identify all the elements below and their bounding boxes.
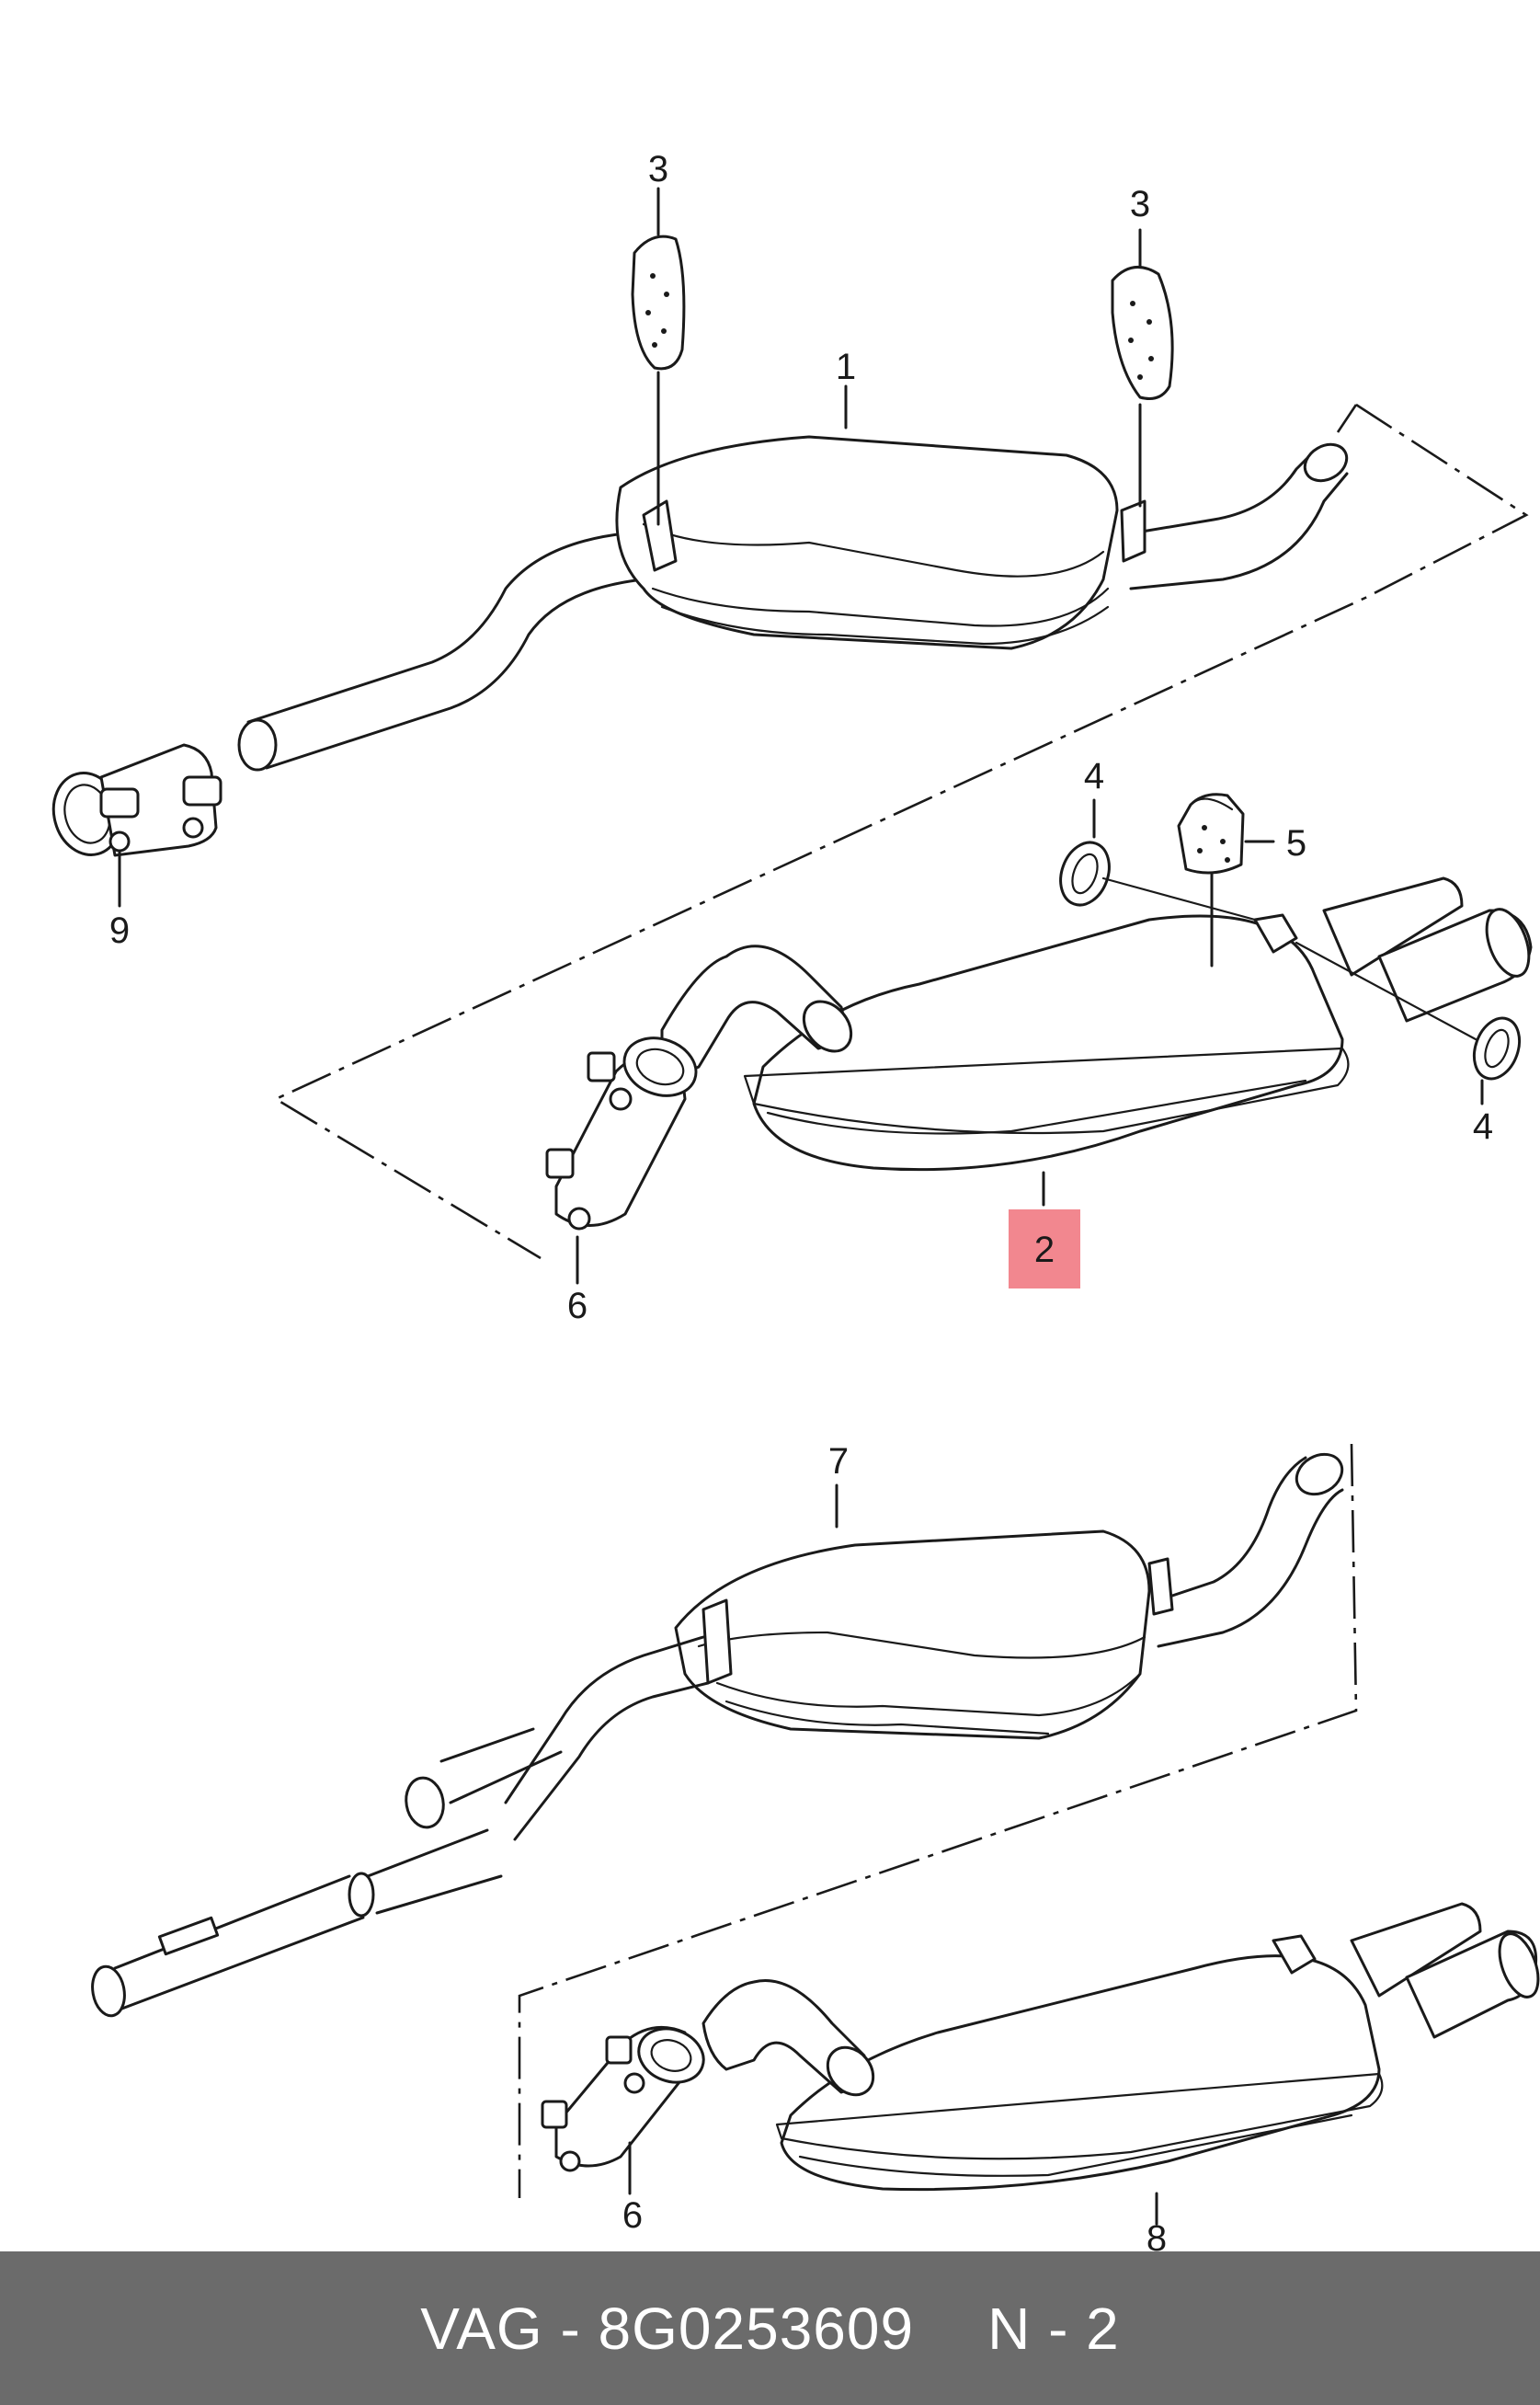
front-muffler-assembly — [51, 187, 1529, 1260]
flange-connector-upper — [545, 1036, 698, 1285]
o-ring-lower — [1295, 941, 1522, 1105]
rubber-mount-left — [631, 235, 686, 526]
callout-8: 8 — [1146, 2218, 1167, 2251]
flange-connector-lower — [541, 2025, 705, 2195]
rubber-buffer — [1177, 793, 1275, 968]
rear-muffler-lower — [775, 1954, 1384, 2192]
callout-4-lower: 4 — [1473, 1106, 1493, 1147]
callout-3-right: 3 — [1130, 184, 1150, 224]
page-label: N - 2 — [987, 2295, 1120, 2362]
callout-1: 1 — [836, 347, 856, 387]
o-ring-upper — [1059, 798, 1257, 922]
callout-labels: 1 2 3 3 4 4 5 6 6 7 8 9 — [109, 149, 1493, 2251]
callout-5: 5 — [1286, 823, 1306, 864]
rear-muffler-assembly — [545, 793, 1533, 1285]
callout-2: 2 — [1034, 1230, 1055, 1270]
callout-2-highlight — [1009, 1209, 1080, 1288]
callout-7: 7 — [828, 1441, 849, 1482]
exploded-parts-diagram: 1 2 3 3 4 4 5 6 6 7 8 9 — [51, 149, 1540, 2251]
center-muffler-assembly — [91, 1443, 1540, 2226]
callout-4-upper: 4 — [1084, 756, 1104, 796]
part-number: 8G0253609 — [598, 2295, 915, 2362]
rear-muffler — [743, 914, 1350, 1172]
callout-6-upper: 6 — [567, 1286, 587, 1326]
front-muffler — [615, 435, 1119, 650]
callout-9: 9 — [109, 910, 130, 951]
separator: - — [560, 2295, 581, 2362]
part-info-footer: VAG - 8G0253609 N - 2 — [0, 2251, 1540, 2405]
center-muffler — [674, 1529, 1151, 1740]
brand-label: VAG — [420, 2295, 543, 2362]
part-info-text: VAG - 8G0253609 N - 2 — [420, 2295, 1120, 2363]
pipe-clamp — [51, 743, 222, 908]
rubber-mount-right — [1111, 266, 1174, 508]
callout-6-lower: 6 — [622, 2195, 643, 2236]
callout-3-left: 3 — [648, 149, 668, 189]
